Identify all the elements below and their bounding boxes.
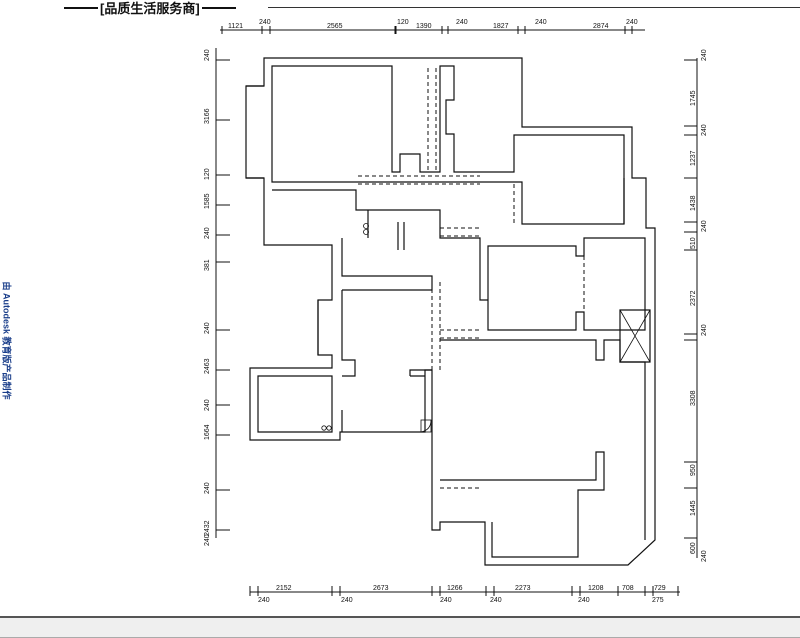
door-openings	[249, 68, 585, 489]
dim-label-bottom-sub: 240	[490, 597, 502, 604]
dim-label-right: 1745	[690, 90, 697, 106]
dim-label-left: 240	[204, 322, 211, 334]
dim-label-right: 240	[701, 324, 708, 336]
dim-label-right: 1438	[690, 195, 697, 211]
dim-label-left: 2432	[204, 520, 211, 536]
header-rule-left	[64, 6, 98, 9]
dim-label-left: 120	[204, 168, 211, 180]
dim-label-top: 2565	[327, 23, 343, 30]
dim-label-bottom: 2273	[515, 585, 531, 592]
dim-label-right: 240	[701, 220, 708, 232]
header-rule-right	[201, 6, 236, 9]
dim-label-left: 381	[204, 259, 211, 271]
dim-label-top: 240	[535, 19, 547, 26]
dim-label-left: 3166	[204, 108, 211, 124]
dim-label-bottom-sub: 240	[341, 597, 353, 604]
dimension-lines	[215, 29, 698, 593]
walls	[245, 57, 656, 566]
dim-label-right: 3308	[690, 390, 697, 406]
dim-label-top: 2874	[593, 23, 609, 30]
dim-label-top: 240	[456, 19, 468, 26]
dim-label-top: 240	[626, 19, 638, 26]
dim-label-left: 1664	[204, 424, 211, 440]
dim-label-top: 1827	[493, 23, 509, 30]
fixtures	[321, 223, 432, 433]
dim-label-right: 600	[690, 542, 697, 554]
dim-label-top: 1121	[228, 23, 243, 30]
dim-label-right: 2372	[690, 290, 697, 306]
right-dimension-labels: 240 1745 240 1237 1438 240 510 2372 240 3308 950 14…	[684, 49, 708, 562]
dim-label-left: 240	[204, 227, 211, 239]
fixture-icon	[363, 223, 369, 229]
dim-label-bottom: 729	[654, 585, 666, 592]
dim-label-top: 120	[397, 19, 409, 26]
dim-label-right: 240	[701, 124, 708, 136]
dim-label-right: 240	[701, 550, 708, 562]
drawing-header: [品质生活服务商]	[64, 0, 236, 17]
dim-label-top: 240	[259, 19, 271, 26]
dim-label-bottom-sub: 275	[652, 597, 664, 604]
dim-label-left: 2463	[204, 358, 211, 374]
left-dimension-labels: 2403166120158524038124024632401664240243…	[204, 49, 230, 546]
dim-label-left: 240	[204, 482, 211, 494]
dim-label-bottom: 2152	[276, 585, 292, 592]
dim-label-right: 510	[690, 237, 697, 249]
dim-label-top: 1390	[416, 23, 432, 30]
dim-label-left: 240	[204, 534, 211, 546]
dim-label-left: 240	[204, 49, 211, 61]
bottom-dimension-labels: 2152 2673 1266 2273 1208 708 729 240 240 240 240 24…	[249, 585, 679, 604]
dim-label-right: 240	[701, 49, 708, 61]
header-line	[268, 7, 800, 8]
header-title: [品质生活服务商]	[100, 1, 200, 16]
dim-label-bottom-sub: 240	[578, 597, 590, 604]
dim-label-left: 1585	[204, 193, 211, 209]
dim-label-bottom: 1208	[588, 585, 604, 592]
dim-label-bottom: 1266	[447, 585, 463, 592]
dim-label-left: 240	[204, 399, 211, 411]
dim-label-bottom-sub: 240	[258, 597, 270, 604]
top-dimension-labels: 1121 240 2565 120 1390 240 1827 240 2874 240	[221, 19, 638, 34]
dim-label-right: 1445	[690, 500, 697, 516]
dim-label-bottom: 2673	[373, 585, 389, 592]
dim-label-bottom: 708	[622, 585, 634, 592]
dim-label-bottom-sub: 240	[440, 597, 452, 604]
dim-label-right: 950	[690, 464, 697, 476]
dim-label-right: 1237	[690, 150, 697, 166]
